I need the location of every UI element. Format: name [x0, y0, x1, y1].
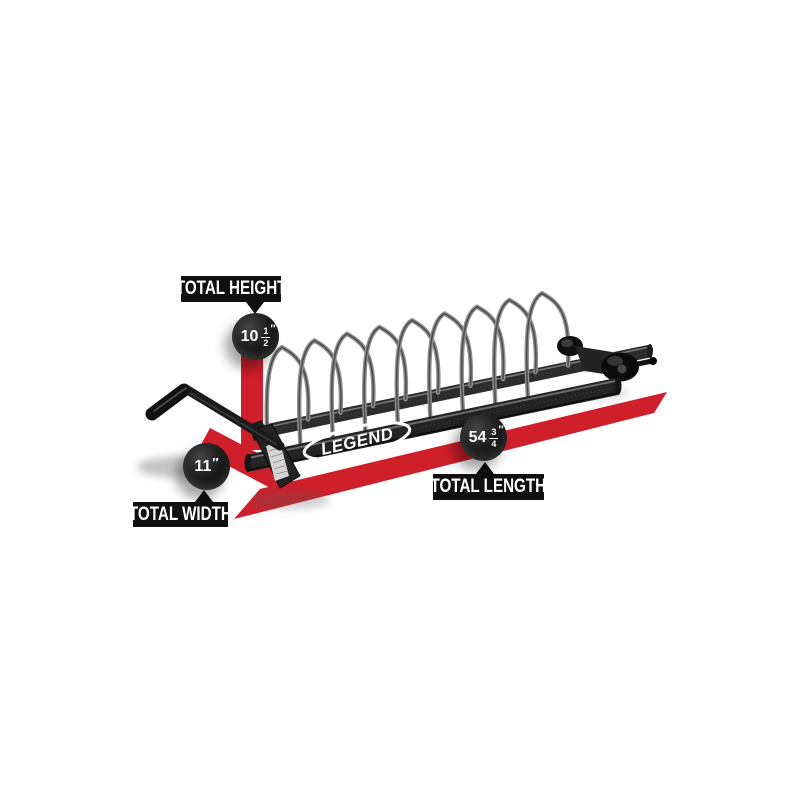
length-fraction-numerator: 3: [489, 427, 499, 439]
spec-sticker: [266, 442, 289, 481]
storage-hoop: [363, 326, 407, 435]
plate-rack: LEGEND: [145, 290, 657, 489]
total-height-label-text: TOTAL HEIGHT: [175, 278, 287, 299]
length-unit: ″: [498, 424, 504, 436]
storage-hoop: [395, 319, 440, 429]
height-fraction-numerator: 1: [261, 326, 271, 338]
total-width-label-text: TOTAL WIDTH: [129, 503, 233, 525]
length-fraction-denominator: 4: [491, 439, 497, 449]
height-fraction: 1 2 ″: [261, 324, 276, 348]
storage-hoop: [265, 346, 310, 456]
length-fraction: 3 4 ″: [489, 425, 504, 449]
transport-wheels: [557, 336, 657, 382]
total-height-value-badge: 10 1 2 ″: [232, 313, 279, 360]
storage-hoop: [493, 299, 537, 408]
total-length-label: TOTAL LENGTH: [430, 462, 547, 500]
height-value: 10: [240, 327, 259, 345]
height-fraction-denominator: 2: [263, 338, 269, 348]
total-length-label-text: TOTAL LENGTH: [430, 476, 547, 497]
width-value: 11: [194, 457, 212, 475]
length-value: 54: [468, 428, 487, 446]
tow-handle: [145, 383, 285, 451]
width-unit: ″: [212, 455, 219, 470]
total-width-value-badge: 11 ″: [183, 443, 230, 490]
storage-hoop: [298, 339, 342, 449]
pointer-down-icon: [246, 302, 264, 314]
pointer-up-icon: [476, 462, 494, 474]
storage-hoop: [460, 305, 505, 415]
pointer-up-icon: [195, 490, 213, 502]
storage-hoop: [525, 292, 570, 402]
total-height-label: TOTAL HEIGHT: [176, 276, 286, 314]
total-length-value-badge: 54 3 4 ″: [460, 414, 507, 461]
length-dimension-bar: [234, 392, 667, 519]
storage-hoops: [264, 290, 571, 457]
total-width-label: TOTAL WIDTH: [129, 490, 232, 527]
height-unit: ″: [270, 323, 276, 335]
storage-hoop: [330, 332, 375, 442]
storage-hoop: [428, 312, 472, 422]
